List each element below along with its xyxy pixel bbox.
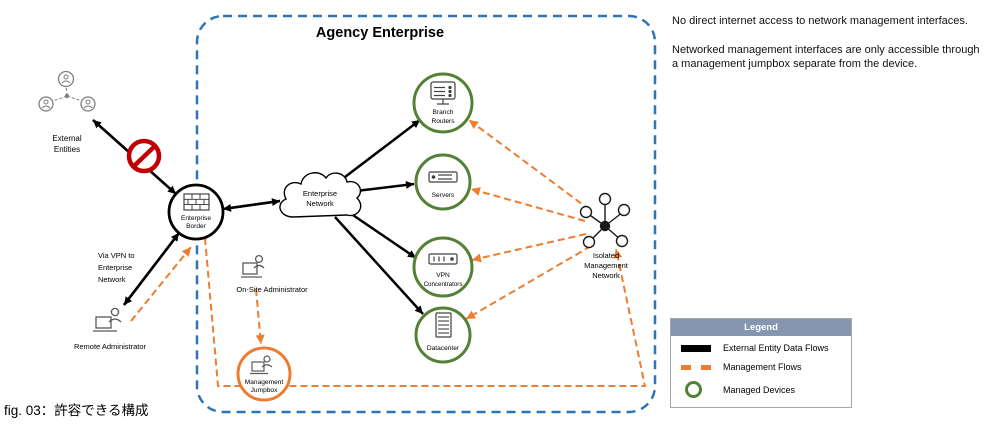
servers-icon bbox=[428, 171, 458, 183]
legend-item-label: Management Flows bbox=[723, 362, 802, 372]
flow-network-to-servers bbox=[355, 180, 415, 193]
legend-body: External Entity Data Flows Management Fl… bbox=[671, 336, 851, 407]
orange-dash-swatch-icon bbox=[681, 364, 715, 370]
datacenter-icon bbox=[435, 312, 452, 338]
notes-panel: No direct internet access to network man… bbox=[672, 14, 982, 86]
firewall-icon bbox=[183, 193, 210, 211]
legend-title: Legend bbox=[671, 319, 851, 336]
datacenter-label: Datacenter bbox=[427, 345, 460, 352]
management-flows bbox=[130, 119, 647, 387]
external-entities-label-2: Entities bbox=[54, 145, 80, 154]
enterprise-network-label: Enterprise bbox=[303, 189, 337, 198]
servers-label: Servers bbox=[432, 192, 455, 199]
external-data-flows bbox=[92, 119, 424, 315]
mgmt-flow-iso-to-vpn-concentrators bbox=[471, 233, 587, 263]
legend-item-label: External Entity Data Flows bbox=[723, 343, 829, 353]
vpn-concentrators-node: VPN Concentrators bbox=[412, 236, 474, 298]
enterprise-border-node: Enterprise Border bbox=[167, 183, 225, 241]
flow-network-to-vpn-concentrators bbox=[346, 209, 417, 260]
isolated-management-network-node: Isolated Management Network bbox=[579, 192, 631, 280]
external-entities-label: External bbox=[52, 134, 82, 143]
svg-text:Via VPN to: Via VPN to bbox=[98, 251, 135, 260]
note-no-direct-access: No direct internet access to network man… bbox=[672, 15, 968, 27]
flow-network-to-border bbox=[222, 199, 281, 212]
cloud-icon bbox=[279, 172, 362, 218]
isolated-management-network-label: Isolated bbox=[593, 251, 619, 260]
flow-network-to-branch-routers bbox=[344, 119, 421, 178]
mgmt-flow-onsite-admin-to-jumpbox bbox=[255, 288, 265, 345]
onsite-administrator-label: On-Site Administrator bbox=[236, 285, 308, 294]
svg-text:Enterprise: Enterprise bbox=[98, 263, 132, 272]
isolated-management-network-label-3: Network bbox=[592, 271, 620, 280]
green-circle-swatch-icon bbox=[681, 381, 715, 398]
management-jumpbox-label: Management bbox=[245, 379, 284, 386]
datacenter-node: Datacenter bbox=[414, 306, 472, 364]
branch-routers-label-2: Routers bbox=[431, 118, 455, 125]
svg-text:Network: Network bbox=[98, 275, 126, 284]
mgmt-flow-remote-admin-to-border bbox=[130, 246, 192, 322]
vpn-concentrators-icon bbox=[428, 253, 458, 265]
management-jumpbox-label-2: Jumpbox bbox=[251, 387, 278, 394]
branch-routers-node: Branch Routers bbox=[412, 72, 474, 134]
black-line-swatch-icon bbox=[681, 344, 715, 352]
enterprise-network-label-2: Network bbox=[306, 199, 334, 208]
flow-network-to-datacenter bbox=[334, 216, 424, 315]
via-vpn-note: Via VPN to Enterprise Network bbox=[98, 251, 135, 284]
vpn-concentrators-label: VPN bbox=[436, 272, 450, 279]
remote-administrator-label: Remote Administrator bbox=[74, 342, 147, 351]
vpn-concentrators-label-2: Concentrators bbox=[424, 281, 463, 288]
management-jumpbox-node: Management Jumpbox bbox=[236, 346, 292, 402]
isolated-management-network-label-2: Management bbox=[584, 261, 629, 270]
branch-routers-label: Branch bbox=[433, 109, 454, 116]
mgmt-flow-iso-to-servers bbox=[470, 187, 586, 222]
onsite-administrator-node: On-Site Administrator bbox=[236, 254, 308, 294]
figure-caption: fig. 03：許容できる構成 bbox=[4, 403, 149, 418]
remote-administrator-icon bbox=[93, 307, 122, 332]
agency-enterprise-boundary bbox=[195, 14, 657, 414]
mgmt-flow-iso-to-datacenter bbox=[465, 245, 592, 320]
legend-item-managed-devices: Managed Devices bbox=[681, 381, 843, 398]
legend-item-external-entity-data-flows: External Entity Data Flows bbox=[681, 343, 843, 353]
external-entities-icon bbox=[38, 70, 96, 112]
note-jumpbox-access: Networked management interfaces are only… bbox=[672, 43, 980, 71]
flow-remote-admin-to-border bbox=[123, 232, 180, 306]
servers-node: Servers bbox=[414, 153, 472, 211]
legend-item-management-flows: Management Flows bbox=[681, 362, 843, 372]
diagram-title: Agency Enterprise bbox=[316, 25, 444, 41]
enterprise-network-node: Enterprise Network bbox=[279, 172, 362, 218]
legend-item-label: Managed Devices bbox=[723, 384, 796, 395]
mgmt-flow-iso-to-branch-routers bbox=[468, 119, 591, 211]
management-jumpbox-icon bbox=[250, 355, 273, 375]
isolated-management-network-icon bbox=[579, 192, 631, 249]
no-access-icon bbox=[126, 138, 162, 174]
branch-routers-icon bbox=[430, 81, 456, 105]
remote-administrator-node: Remote Administrator bbox=[74, 307, 147, 351]
legend: Legend External Entity Data Flows Manage… bbox=[670, 318, 852, 408]
external-entities-node: External Entities bbox=[38, 70, 96, 154]
onsite-administrator-icon bbox=[241, 254, 265, 278]
enterprise-border-label: Enterprise bbox=[181, 215, 211, 222]
enterprise-border-label-2: Border bbox=[186, 223, 207, 230]
